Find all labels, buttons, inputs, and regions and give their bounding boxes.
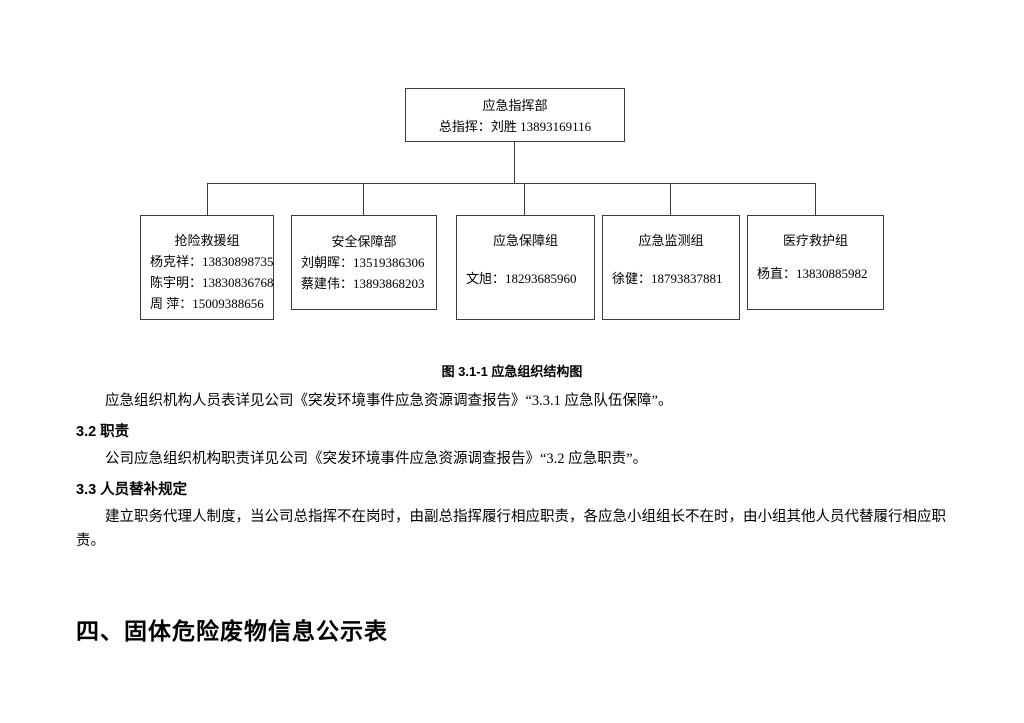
spacer [748,251,883,263]
paragraph-roster: 应急组织机构人员表详见公司《突发环境事件应急资源调查报告》“3.3.1 应急队伍… [105,393,673,409]
org-box-title: 医疗救护组 [782,233,848,248]
connector-drop-2 [363,183,364,215]
paragraph-duty: 公司应急组织机构职责详见公司《突发环境事件应急资源调查报告》“3.2 应急职责”… [105,451,648,467]
org-member: 陈宇明：13830836768 [150,275,274,290]
connector-root-drop [514,142,515,183]
org-member: 刘朝晖：13519386306 [301,255,425,270]
org-member: 杨克祥：13830898735 [150,254,274,269]
spacer [457,251,594,268]
heading-3-3: 3.3 人员替补规定 [76,482,188,498]
body-text: 应急组织机构人员表详见公司《突发环境事件应急资源调查报告》“3.3.1 应急队伍… [76,389,954,643]
org-box-command: 应急指挥部 总指挥：刘胜 13893169116 [405,88,625,142]
org-member: 徐健：18793837881 [612,271,723,286]
org-box-safety: 安全保障部 刘朝晖：13519386306 蔡建伟：13893868203 [291,215,437,310]
org-box-title: 应急保障组 [492,233,558,248]
org-box-monitoring: 应急监测组 徐健：18793837881 [602,215,740,320]
org-box-medical: 医疗救护组 杨直：13830885982 [747,215,884,310]
heading-3-2: 3.2 职责 [76,424,130,440]
org-box-title: 应急指挥部 [482,98,548,113]
connector-drop-1 [207,183,208,215]
org-member: 周 萍：15009388656 [150,296,264,311]
org-member: 文旭：18293685960 [466,271,577,286]
org-box-title: 抢险救援组 [174,233,240,248]
org-chart: 应急指挥部 总指挥：刘胜 13893169116 抢险救援组 杨克祥：13830… [0,0,1024,360]
org-member: 蔡建伟：13893868203 [301,276,425,291]
spacer [603,251,739,268]
org-box-title: 安全保障部 [331,234,397,249]
connector-drop-3 [524,183,525,215]
org-box-title: 应急监测组 [638,233,704,248]
figure-caption: 图 3.1-1 应急组织结构图 [441,364,583,379]
paragraph-substitute: 建立职务代理人制度，当公司总指挥不在岗时，由副总指挥履行相应职责，各应急小组组长… [76,509,946,549]
org-member: 杨直：13830885982 [757,266,868,281]
org-box-subtitle: 总指挥：刘胜 13893169116 [438,119,592,134]
connector-horizontal [207,183,816,184]
heading-section-4: 四、固体危险废物信息公示表 [76,618,388,644]
org-box-rescue: 抢险救援组 杨克祥：13830898735 陈宇明：13830836768 周 … [140,215,274,320]
org-box-support: 应急保障组 文旭：18293685960 [456,215,595,320]
connector-drop-4 [670,183,671,215]
connector-drop-5 [815,183,816,215]
